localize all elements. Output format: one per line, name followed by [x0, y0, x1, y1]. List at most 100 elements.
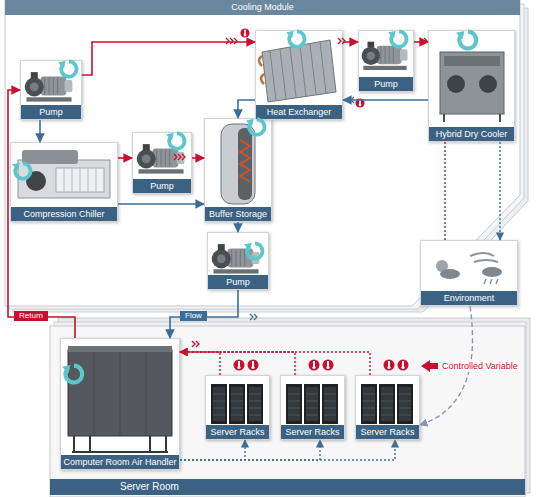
sensor-icons-part	[355, 98, 364, 107]
server-room-panel	[50, 318, 530, 497]
sensor-icons-part	[309, 360, 320, 371]
supply-pipe	[238, 100, 255, 118]
rack-box: Server Racks	[355, 375, 420, 440]
rack-images-part	[322, 384, 338, 424]
cycle-icons-part	[58, 61, 77, 77]
rack-box: Server Racks	[205, 375, 270, 440]
flow-chevrons-part	[174, 154, 185, 160]
rack-images-part	[361, 384, 377, 424]
cycle-icons-part	[388, 31, 407, 47]
environment-box: Environment	[420, 240, 518, 306]
return-pipe	[180, 352, 295, 375]
return-pipe	[444, 142, 445, 240]
pump-box: Pump	[20, 60, 82, 120]
sensor-icons-part	[398, 360, 409, 371]
node-label: Pump	[208, 275, 268, 289]
cycle-icons	[12, 31, 476, 383]
weather-icons-part	[440, 269, 460, 279]
return-pipe	[82, 42, 255, 75]
storage-box: Buffer Storage	[204, 118, 272, 222]
panel-heading: Server Room	[50, 479, 525, 495]
node-label: Server Racks	[281, 425, 344, 439]
pump-images-part	[25, 72, 73, 101]
pipe-label: Return	[14, 311, 48, 321]
crah-image-part	[68, 350, 172, 436]
weather-icons-part	[484, 279, 486, 284]
cycle-icons-part	[456, 31, 476, 48]
sensor-icons-part	[248, 360, 259, 371]
flow-chevrons-part	[192, 341, 199, 347]
pipe-label: Flow	[180, 311, 207, 321]
cycle-icons-part	[286, 31, 305, 47]
rack-images-part	[247, 384, 263, 424]
heat-exchanger-image-part	[270, 51, 276, 100]
flow-chevrons-part	[250, 314, 257, 320]
weather-icons-part	[496, 279, 498, 284]
node-label: Compression Chiller	[11, 207, 117, 221]
controlled-variable-arrow-part	[421, 360, 438, 372]
pump-images-part	[212, 244, 260, 273]
sensor-icons-part	[384, 360, 395, 371]
chiller-image-part	[88, 168, 89, 192]
sensor-icons-part	[240, 28, 249, 37]
pump-images-part	[137, 144, 185, 173]
crah-image-part	[94, 352, 95, 436]
return-pipe	[192, 157, 204, 159]
crah-image-part	[68, 346, 172, 352]
supply-pipe	[180, 440, 245, 460]
node-label: Server Racks	[356, 425, 419, 439]
server-room-panel-part	[50, 326, 525, 497]
buffer-tank-image-part	[221, 124, 255, 204]
dry-cooler-image-part	[499, 114, 501, 122]
heat-exchanger-image-part	[280, 49, 286, 99]
pump-box: Pump	[132, 132, 192, 194]
node-label: Environment	[421, 291, 517, 305]
flow-chevrons-part	[347, 97, 354, 103]
sensor-icons	[234, 28, 409, 370]
cycle-icons-part	[62, 365, 82, 382]
influence-arrow	[420, 306, 473, 425]
flow-chevrons-part	[338, 38, 345, 44]
panel-heading: Cooling Module	[5, 0, 520, 15]
rack-images-part	[379, 384, 395, 424]
rack-box: Server Racks	[280, 375, 345, 440]
chiller-image-part	[56, 168, 104, 192]
supply-pipe	[170, 290, 238, 338]
heat-exchanger-image	[259, 40, 336, 102]
rack-images-part	[397, 384, 413, 424]
weather-icons-part	[470, 253, 498, 262]
callout-label: Controlled Variable	[440, 360, 520, 372]
supply-pipe	[343, 99, 428, 101]
flow-chevrons	[174, 38, 427, 347]
crah-image-part	[73, 436, 75, 452]
supply-pipe	[499, 142, 500, 240]
flow-chevrons-part	[226, 38, 237, 44]
cooling-panel	[5, 0, 528, 312]
dry-cooler-image-part	[440, 52, 504, 114]
crah-image-part	[146, 352, 147, 436]
node-label: Pump	[133, 179, 191, 193]
supply-pipe	[237, 222, 239, 232]
heat-exchanger-image-part	[290, 47, 296, 97]
crah-image-part	[165, 436, 167, 452]
heat-exchanger-image-part	[262, 40, 336, 102]
dry-cooler-image-part	[443, 114, 445, 122]
sensor-icons-part	[323, 360, 334, 371]
chiller-image-part	[72, 168, 73, 192]
cycle-icons-part	[166, 133, 185, 149]
pump-images-part	[362, 42, 408, 70]
return-pipe	[8, 90, 75, 338]
rack-images-part	[286, 384, 302, 424]
cycle-icons-part	[244, 243, 263, 259]
heat-exchanger-image-part	[300, 46, 306, 96]
heat-exchanger-image-part	[310, 44, 316, 94]
rack-images	[211, 384, 413, 424]
node-label: Buffer Storage	[205, 207, 271, 221]
crah-image-part	[89, 436, 91, 452]
cycle-icons-part	[246, 119, 265, 135]
air-handler-box: Computer Room Air Handler	[60, 338, 180, 470]
